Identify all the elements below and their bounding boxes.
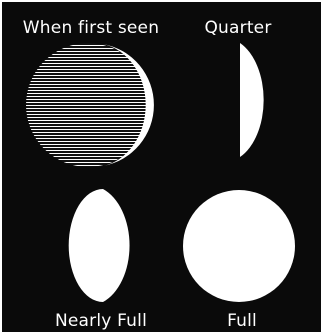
label-nearly-full: Nearly Full (42, 309, 160, 333)
moon-first-seen (26, 43, 154, 167)
label-when-first-seen: When first seen (18, 16, 164, 40)
label-quarter: Quarter (190, 16, 286, 40)
moon-full (183, 190, 295, 302)
label-full: Full (216, 309, 268, 333)
